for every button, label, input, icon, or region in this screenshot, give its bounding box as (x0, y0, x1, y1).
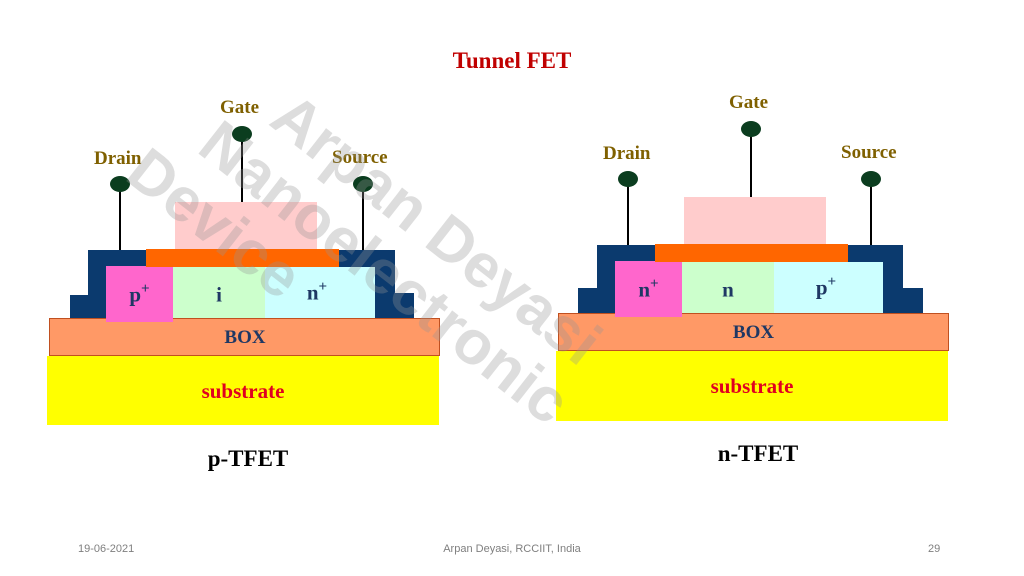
n-tfet-drain-label: Drain (603, 143, 651, 164)
p-tfet-gate-metal (175, 202, 317, 249)
p-tfet-drain-terminal-dot (110, 176, 130, 192)
n-tfet-box-label: BOX (732, 322, 775, 343)
p-tfet-gate-label: Gate (220, 97, 260, 118)
p-tfet-p-plus-region (106, 266, 173, 322)
n-tfet-p-plus-region (774, 262, 883, 313)
p-tfet-substrate-label: substrate (201, 379, 285, 403)
n-tfet-source-terminal-dot (861, 171, 881, 187)
p-tfet-region-label-1: p+ (129, 281, 150, 307)
n-tfet-region-label-1: n+ (638, 276, 659, 302)
n-tfet-terminals (618, 121, 881, 245)
page-number: 29 (928, 543, 941, 555)
p-tfet-intrinsic-region (173, 267, 265, 318)
n-tfet-region-label-3: p+ (815, 274, 837, 300)
p-tfet-terminals (110, 126, 373, 250)
p-tfet-box-layer (49, 318, 440, 356)
p-tfet-source-label: Source (332, 147, 388, 168)
p-tfet-n-plus-region (265, 267, 375, 318)
p-tfet-box-label: BOX (224, 327, 266, 348)
n-tfet-gate-oxide (655, 244, 848, 262)
n-tfet-n-region (682, 262, 774, 313)
p-tfet-gate-terminal-dot (232, 126, 252, 142)
p-tfet-substrate (47, 356, 439, 425)
n-tfet-region-label-2: n (722, 277, 734, 302)
n-tfet-gate-label: Gate (729, 92, 769, 113)
p-tfet-drain-label: Drain (94, 148, 142, 169)
n-tfet-source-label: Source (841, 142, 897, 163)
p-tfet-region-label-2: i (216, 282, 222, 307)
n-tfet-name: n-TFET (717, 441, 799, 466)
footer-date: 19-06-2021 (78, 543, 135, 555)
p-tfet-gate-oxide (146, 249, 339, 267)
p-tfet-region-label-3: n+ (306, 279, 328, 305)
n-tfet-gate-terminal-dot (741, 121, 761, 137)
n-tfet-substrate-label: substrate (710, 374, 794, 398)
n-tfet-box-layer (558, 313, 949, 351)
n-tfet-drain-terminal-dot (618, 171, 638, 187)
n-tfet-substrate (556, 351, 948, 421)
n-tfet-n-plus-region (615, 261, 682, 317)
p-tfet-name: p-TFET (207, 446, 289, 471)
footer-author: Arpan Deyasi, RCCIIT, India (443, 543, 581, 555)
p-tfet-source-terminal-dot (353, 176, 373, 192)
n-tfet-gate-metal (684, 197, 826, 244)
slide-title: Tunnel FET (452, 48, 572, 73)
